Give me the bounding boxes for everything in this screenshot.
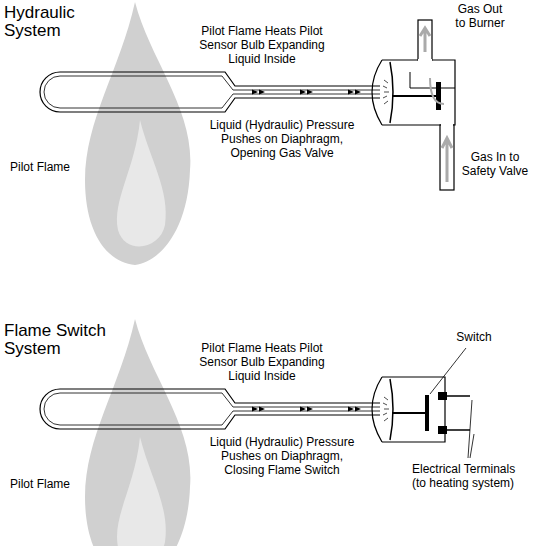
flame-label: Pilot Flame xyxy=(10,477,72,491)
process-note: Liquid (Hydraulic) Pressure Pushes on Di… xyxy=(209,435,355,477)
flame-label: Pilot Flame xyxy=(10,160,72,174)
process-note: Pilot Flame Heats Pilot Sensor Bulb Expa… xyxy=(199,24,326,66)
flow-label: Gas Out to Burner xyxy=(455,2,506,30)
flow-label: Gas In to Safety Valve xyxy=(461,150,529,178)
part-label: Switch xyxy=(456,330,493,344)
process-note: Pilot Flame Heats Pilot Sensor Bulb Expa… xyxy=(199,341,326,383)
system-heading: Flame Switch System xyxy=(4,322,108,358)
part-label: Electrical Terminals (to heating system) xyxy=(412,462,517,490)
system-heading: Hydraulic System xyxy=(4,4,25,40)
process-note: Liquid (Hydraulic) Pressure Pushes on Di… xyxy=(209,118,355,160)
